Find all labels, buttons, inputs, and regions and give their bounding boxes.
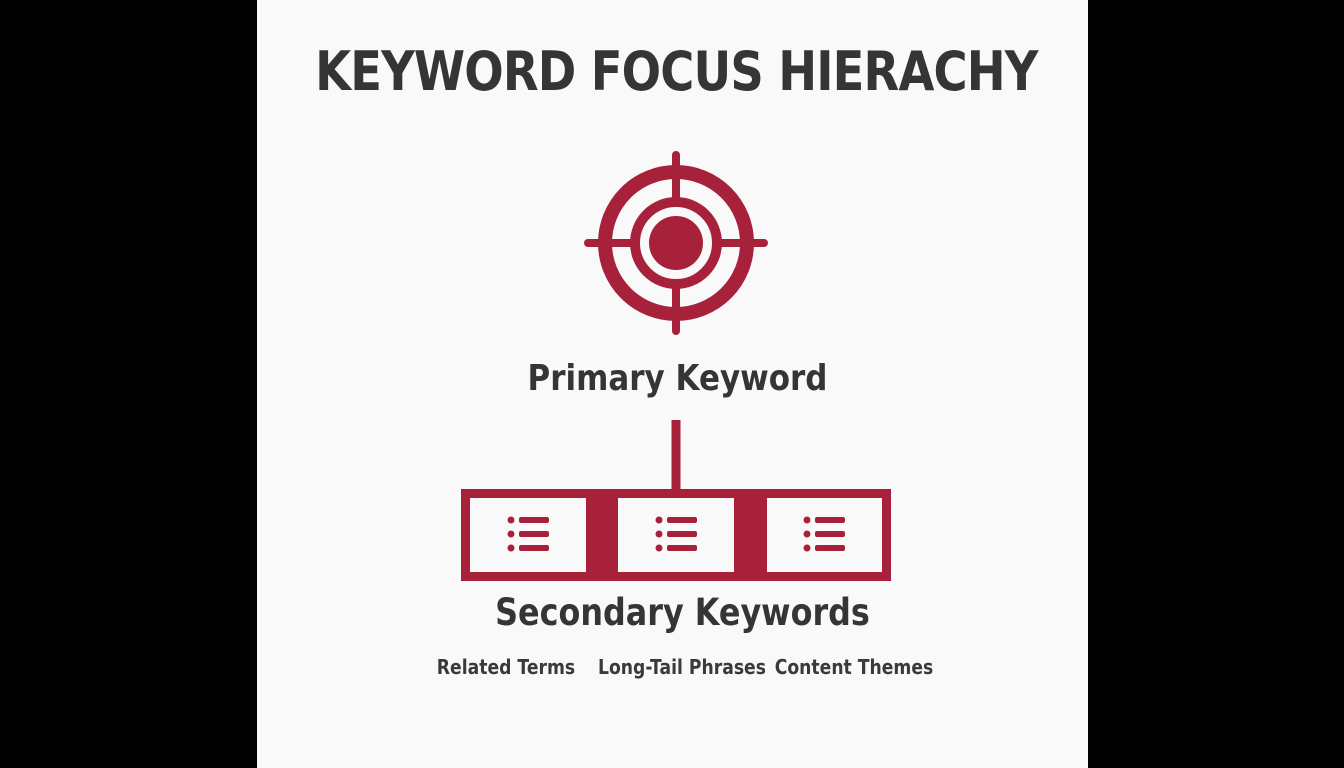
long-tail-phrases-label: Long-Tail Phrases	[598, 655, 766, 679]
list-icon	[803, 516, 845, 552]
target-icon	[584, 151, 768, 335]
diagram-panel: KEYWORD FOCUS HIERACHY	[257, 0, 1088, 768]
related-terms-label: Related Terms	[436, 655, 576, 679]
list-icon	[655, 516, 697, 552]
primary-keyword-label: Primary Keyword	[527, 358, 828, 399]
list-icon	[507, 516, 549, 552]
diagram-graphic	[461, 151, 891, 581]
diagram-title: KEYWORD FOCUS HIERACHY	[315, 40, 1038, 103]
secondary-keywords-label: Secondary Keywords	[495, 591, 870, 634]
content-themes-label: Content Themes	[774, 655, 934, 679]
